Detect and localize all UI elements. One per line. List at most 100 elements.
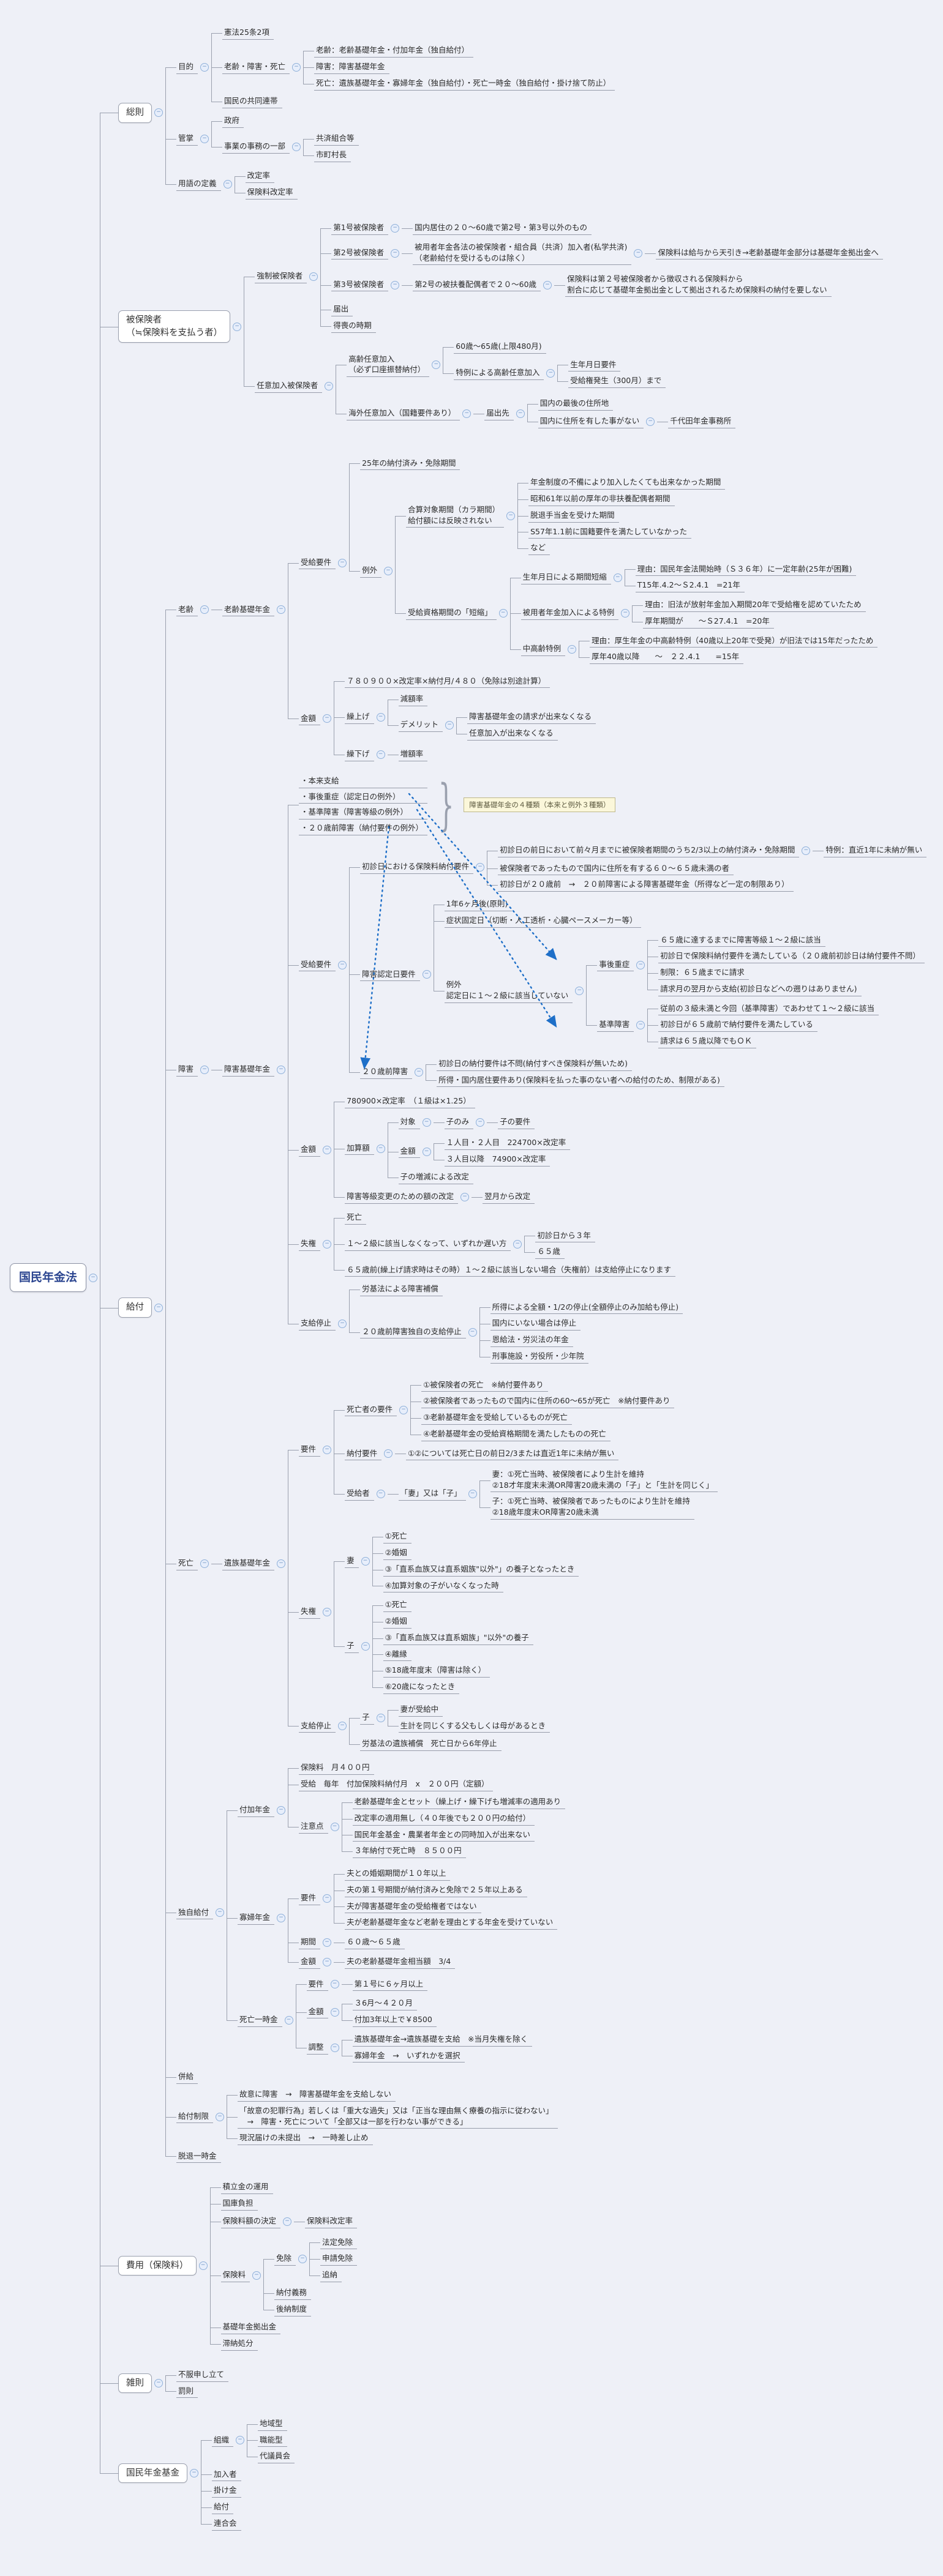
collapse-icon[interactable]: − xyxy=(277,1066,286,1075)
collapse-icon[interactable]: − xyxy=(252,2271,261,2280)
collapse-icon[interactable]: − xyxy=(323,1239,332,1249)
collapse-icon[interactable]: − xyxy=(613,573,622,582)
branch: 対象−子のみ−子の要件 xyxy=(387,1111,571,1134)
collapse-icon[interactable]: − xyxy=(283,2217,292,2227)
collapse-icon[interactable]: − xyxy=(462,409,471,418)
collapse-icon[interactable]: − xyxy=(468,1489,477,1498)
collapse-icon[interactable]: − xyxy=(200,62,209,72)
collapse-icon[interactable]: − xyxy=(621,609,630,618)
collapse-icon[interactable]: − xyxy=(422,1118,431,1127)
collapse-icon[interactable]: − xyxy=(277,1806,286,1815)
collapse-icon[interactable]: − xyxy=(445,721,454,730)
collapse-icon[interactable]: − xyxy=(391,223,400,233)
collapse-icon[interactable]: − xyxy=(330,1823,339,1831)
collapse-icon[interactable]: − xyxy=(376,712,385,722)
collapse-icon[interactable]: − xyxy=(309,272,318,281)
collapse-icon[interactable]: − xyxy=(338,960,347,969)
topic-node: 労基法の遺族補償 死亡日から6年停止 xyxy=(360,1738,502,1751)
collapse-icon[interactable]: − xyxy=(200,1559,209,1569)
collapse-icon[interactable]: − xyxy=(323,1957,332,1966)
collapse-icon[interactable]: − xyxy=(277,1559,286,1569)
collapse-icon[interactable]: − xyxy=(376,1144,385,1153)
collapse-icon[interactable]: − xyxy=(277,605,286,614)
collapse-icon[interactable]: − xyxy=(200,134,209,143)
collapse-icon[interactable]: − xyxy=(338,558,347,567)
branch: 受給 毎年 付加保険料納付月 x ２００円（定額） xyxy=(288,1776,565,1793)
collapse-icon[interactable]: − xyxy=(513,1239,522,1249)
collapse-icon[interactable]: − xyxy=(802,846,811,856)
collapse-icon[interactable]: − xyxy=(376,1714,385,1722)
collapse-icon[interactable]: − xyxy=(200,605,209,614)
collapse-icon[interactable]: − xyxy=(422,1147,431,1156)
collapse-icon[interactable]: − xyxy=(198,2261,208,2270)
topic-node: 納付義務 xyxy=(274,2287,312,2300)
collapse-icon[interactable]: − xyxy=(330,2007,339,2017)
topic-label: ６５歳 xyxy=(535,1245,565,1259)
collapse-icon[interactable]: − xyxy=(200,1066,209,1075)
collapse-icon[interactable]: − xyxy=(233,322,242,331)
collapse-icon[interactable]: − xyxy=(292,143,301,152)
collapse-icon[interactable]: − xyxy=(543,280,552,289)
collapse-icon[interactable]: − xyxy=(323,1146,332,1154)
collapse-icon[interactable]: − xyxy=(546,368,555,378)
collapse-icon[interactable]: − xyxy=(298,2255,307,2264)
collapse-icon[interactable]: − xyxy=(422,970,431,979)
topic-node: 政府 xyxy=(222,114,244,128)
collapse-icon[interactable]: − xyxy=(498,609,508,618)
topic-label: 改定率の適用無し（４０年後でも２００円の給付） xyxy=(352,1812,535,1826)
collapse-icon[interactable]: − xyxy=(634,248,643,258)
collapse-icon[interactable]: − xyxy=(338,1320,347,1329)
collapse-icon[interactable]: − xyxy=(568,644,577,654)
collapse-icon[interactable]: − xyxy=(292,62,301,72)
collapse-icon[interactable]: − xyxy=(323,1938,332,1947)
collapse-icon[interactable]: − xyxy=(361,1557,370,1566)
topic-node: ①②については死亡日の前日2/3または直近1年に未納が無い xyxy=(406,1447,619,1461)
collapse-icon[interactable]: − xyxy=(323,1445,332,1454)
branch: 保険料改定率 xyxy=(294,2214,358,2230)
collapse-icon[interactable]: − xyxy=(476,862,485,872)
collapse-icon[interactable]: − xyxy=(636,960,645,969)
collapse-icon[interactable]: − xyxy=(432,360,441,370)
collapse-icon[interactable]: − xyxy=(89,1273,98,1282)
collapse-icon[interactable]: − xyxy=(415,1068,424,1077)
collapse-icon[interactable]: − xyxy=(154,108,163,118)
topic-node: 例外 認定日に１～２級に該当していない−事後重症−６５歳に達するまでに障害等級１… xyxy=(444,931,925,1051)
collapse-icon[interactable]: − xyxy=(476,1118,485,1127)
children-column: 老齢−老齢基礎年金−受給要件−25年の納付済み・免除期間例外−合算対象期間（カラ… xyxy=(165,451,927,2165)
collapse-icon[interactable]: − xyxy=(399,1405,408,1414)
collapse-icon[interactable]: − xyxy=(516,409,525,418)
collapse-icon[interactable]: − xyxy=(277,1913,286,1922)
children-column: 25年の納付済み・免除期間例外−合算対象期間（カラ期間） 給付額には反映されない… xyxy=(349,455,878,670)
collapse-icon[interactable]: − xyxy=(391,280,400,289)
collapse-icon[interactable]: − xyxy=(216,2112,225,2121)
topic-node: 年金制度の不備により加入したくても出来なかった期間 xyxy=(528,476,726,490)
collapse-icon[interactable]: − xyxy=(154,1303,163,1312)
collapse-icon[interactable]: − xyxy=(376,1489,385,1498)
collapse-icon[interactable]: − xyxy=(190,2468,199,2477)
collapse-icon[interactable]: − xyxy=(330,2044,339,2052)
collapse-icon[interactable]: − xyxy=(391,248,400,258)
collapse-icon[interactable]: − xyxy=(325,381,334,390)
collapse-icon[interactable]: − xyxy=(468,1327,477,1337)
collapse-icon[interactable]: − xyxy=(575,987,584,996)
collapse-icon[interactable]: − xyxy=(338,1722,347,1731)
collapse-icon[interactable]: − xyxy=(216,1908,225,1917)
collapse-icon[interactable]: − xyxy=(646,417,655,427)
collapse-icon[interactable]: − xyxy=(323,714,332,723)
collapse-icon[interactable]: − xyxy=(323,1608,332,1616)
collapse-icon[interactable]: − xyxy=(223,180,232,189)
collapse-icon[interactable]: − xyxy=(384,1449,393,1458)
collapse-icon[interactable]: − xyxy=(284,2015,293,2025)
collapse-icon[interactable]: − xyxy=(154,2379,163,2387)
topic-node: 基礎年金拠出金 xyxy=(220,2321,281,2334)
collapse-icon[interactable]: − xyxy=(323,1894,332,1903)
collapse-icon[interactable]: − xyxy=(361,1642,370,1651)
topic-label: 子 xyxy=(345,1640,359,1653)
collapse-icon[interactable]: − xyxy=(460,1192,470,1201)
collapse-icon[interactable]: − xyxy=(376,750,385,759)
collapse-icon[interactable]: − xyxy=(506,511,516,520)
collapse-icon[interactable]: − xyxy=(330,1980,339,1989)
collapse-icon[interactable]: − xyxy=(636,1021,645,1030)
collapse-icon[interactable]: − xyxy=(236,2436,245,2445)
collapse-icon[interactable]: − xyxy=(384,566,393,575)
